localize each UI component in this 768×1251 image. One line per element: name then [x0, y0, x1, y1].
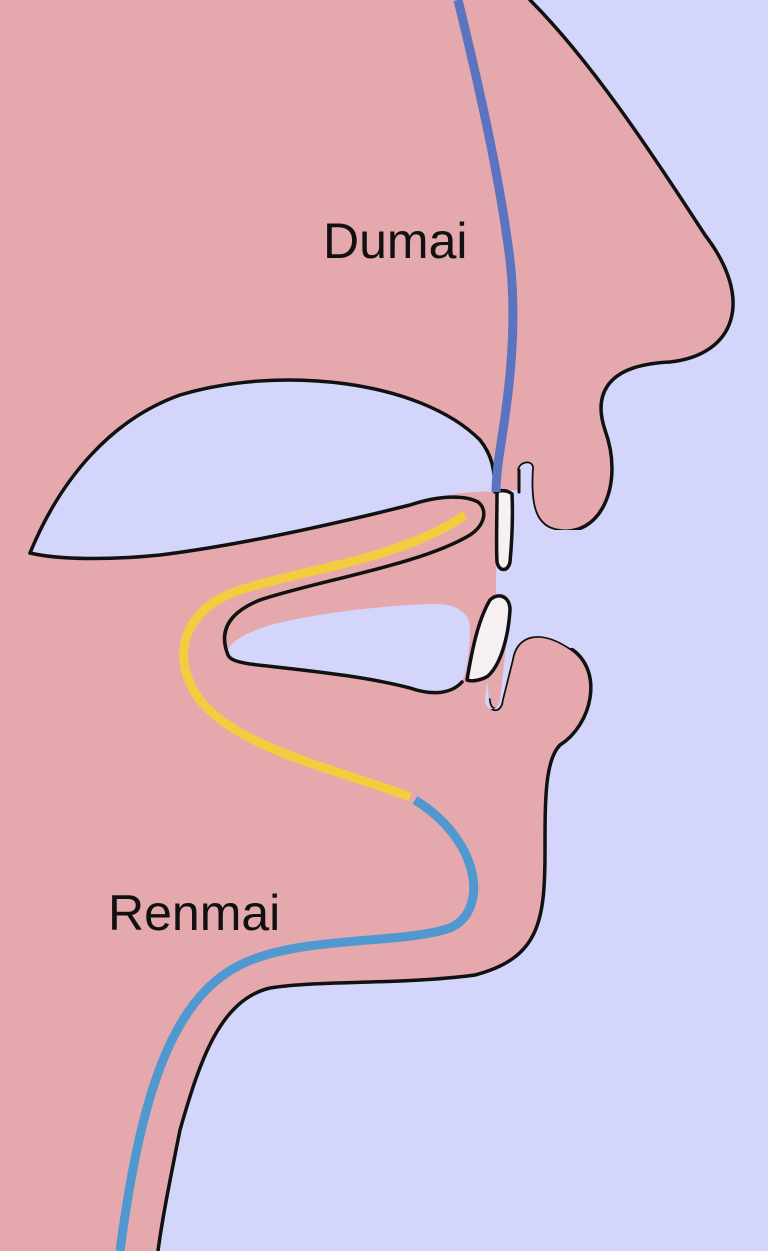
dumai-label: Dumai: [323, 213, 468, 269]
nasal-cavity: [30, 380, 495, 559]
face-outline-upper: [517, 0, 735, 533]
renmai-label: Renmai: [108, 885, 281, 941]
face-outline-lower: [156, 634, 593, 1251]
lower-tooth: [465, 594, 512, 683]
connector-line: [179, 511, 468, 802]
upper-tooth: [494, 488, 515, 572]
renmai-line: [115, 796, 478, 1251]
dumai-line: [453, 0, 518, 493]
palate-outline-lower: [28, 495, 486, 695]
palate-outline: [28, 378, 497, 555]
oral-cavity: [227, 603, 470, 693]
mouth-opening: [467, 463, 768, 710]
